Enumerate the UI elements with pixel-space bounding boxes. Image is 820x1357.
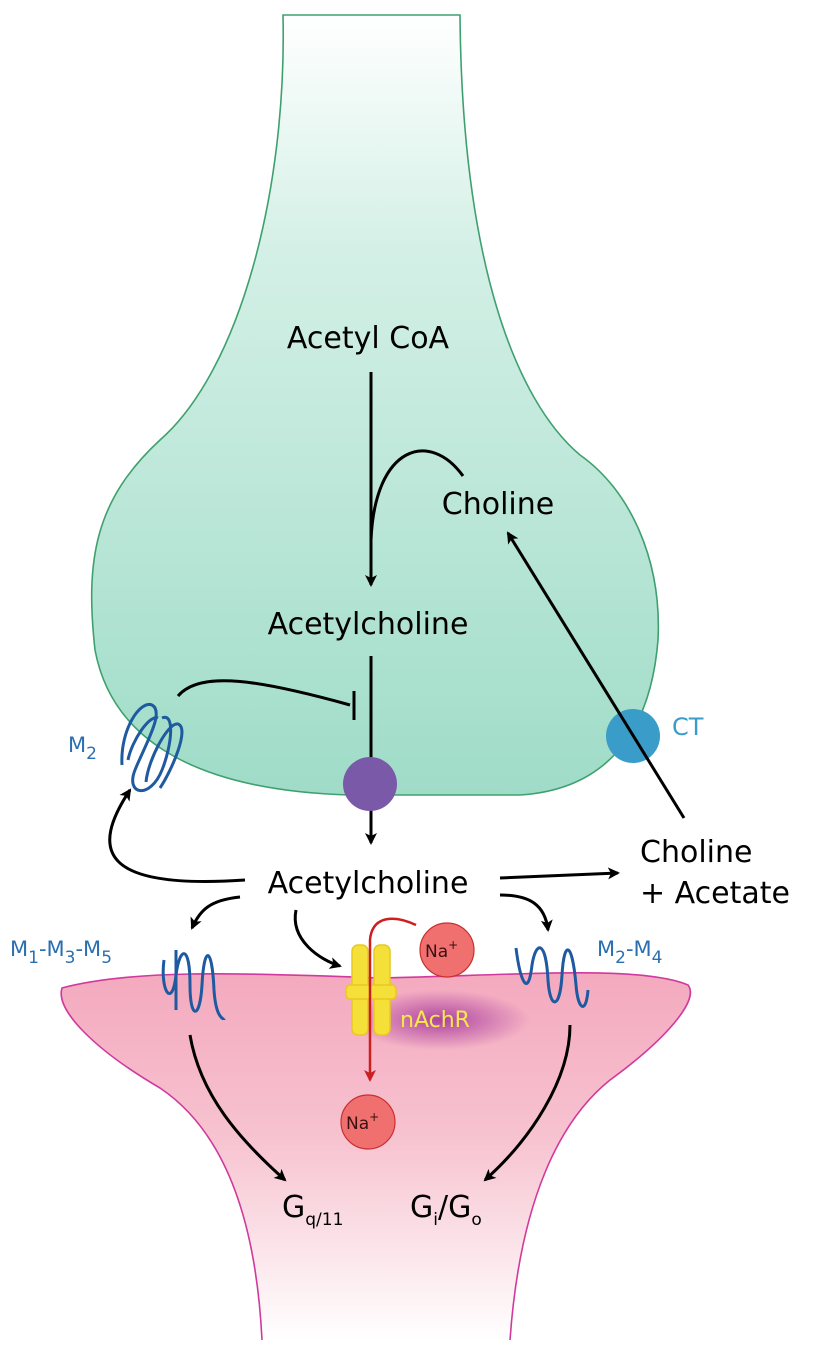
arrow-to-gi <box>483 1024 572 1182</box>
postsynaptic-cell <box>61 972 691 1340</box>
m1-m3-m5-label: M1-M3-M5 <box>10 937 112 968</box>
acetylcholine-presynaptic-label: Acetylcholine <box>268 607 469 642</box>
nachr-glow <box>350 990 530 1050</box>
gi-go-label: Gi/Go <box>410 1190 482 1230</box>
m2-autoreceptor <box>120 703 184 793</box>
sodium-top-label: Na+ <box>425 938 458 962</box>
choline-curve-arrow <box>369 449 465 541</box>
arrow-to-products <box>499 867 620 880</box>
acetyl-coa-label: Acetyl CoA <box>287 321 450 356</box>
reuptake-arrow <box>506 531 686 819</box>
presynaptic-terminal <box>90 14 660 796</box>
gq11-label: Gq/11 <box>282 1190 343 1230</box>
sodium-bottom-label: Na+ <box>346 1110 379 1134</box>
arrow-to-nachr <box>293 909 342 969</box>
vesicle <box>343 757 397 811</box>
arrow-to-m24 <box>499 893 553 932</box>
choline-label: Choline <box>442 487 554 522</box>
ct-label: CT <box>672 713 704 741</box>
m24-receptor <box>514 946 590 1008</box>
sodium-ion-extracellular <box>419 922 475 978</box>
arrow-to-m2 <box>108 788 246 884</box>
m2-inhibition-line <box>176 679 351 707</box>
m2-presynaptic-label: M2 <box>68 733 97 764</box>
nachr-label: nAchR <box>400 1008 470 1033</box>
sodium-ion-intracellular <box>340 1094 396 1150</box>
m135-receptor <box>161 950 226 1021</box>
arrow-to-gq <box>188 1034 287 1182</box>
arrow-to-m135 <box>190 895 241 930</box>
acetylcholine-cleft-label: Acetylcholine <box>268 866 469 901</box>
choline-product-label: Choline <box>640 835 752 870</box>
sodium-influx-arrow <box>364 917 417 1082</box>
m2-m4-label: M2-M4 <box>597 937 662 968</box>
acetate-product-label: + Acetate <box>640 876 790 911</box>
